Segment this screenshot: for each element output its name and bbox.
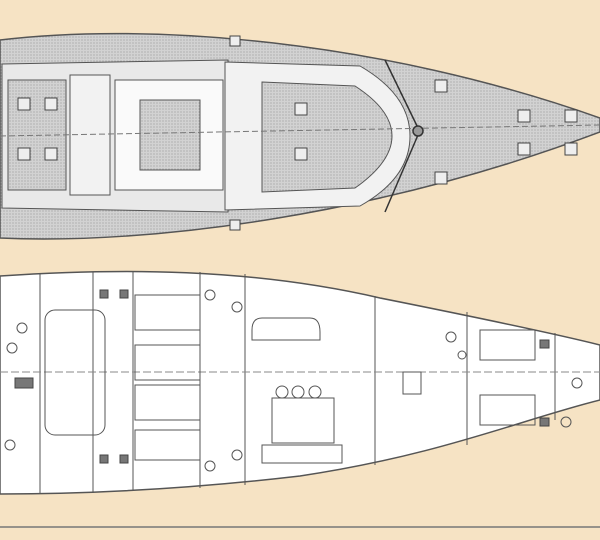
cockpit-table-inner: [139, 99, 201, 171]
saloon: [251, 317, 343, 464]
centerline: [0, 124, 600, 137]
deck-hatches: [17, 35, 578, 231]
interior-layout: [0, 270, 600, 495]
deck-plan: [0, 32, 600, 240]
hatch-markers: [14, 289, 550, 464]
interior-hull-outline: [0, 270, 600, 495]
heads-fixtures: [4, 289, 583, 472]
cabin-berths: [44, 294, 536, 461]
mast-and-shrouds: [384, 59, 424, 213]
